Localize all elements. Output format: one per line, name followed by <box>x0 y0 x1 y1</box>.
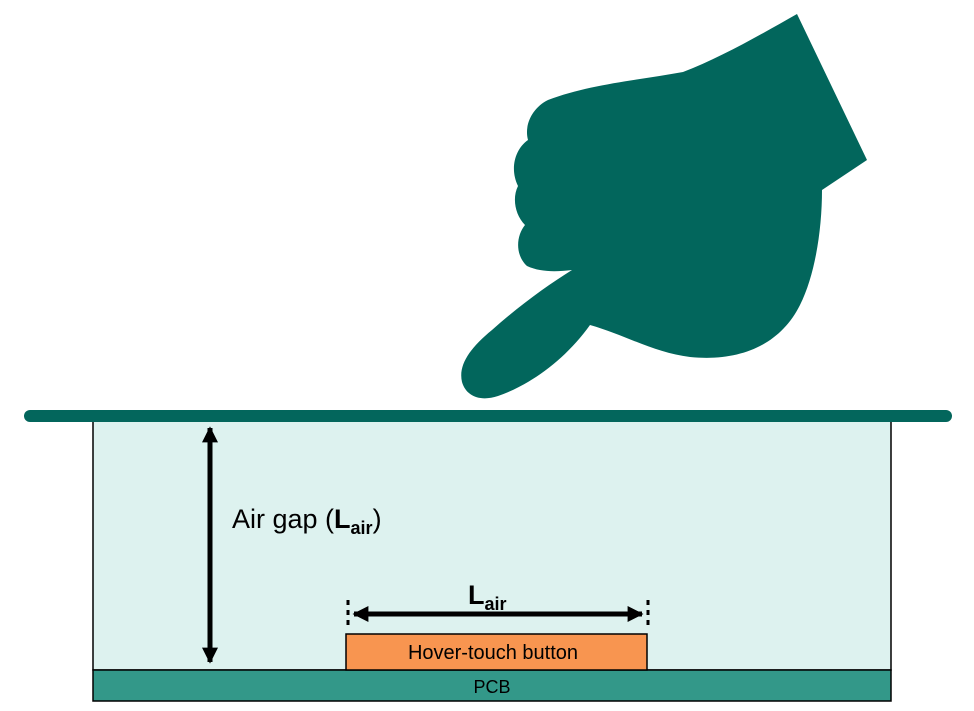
button-width-label-symbol: L <box>468 580 485 610</box>
button-width-label-subscript: air <box>485 594 507 614</box>
air-gap-label-symbol: L <box>334 504 351 534</box>
pointing-hand-icon <box>461 14 867 399</box>
air-gap-label-subscript: air <box>351 518 373 538</box>
air-gap-label-suffix: ) <box>373 504 382 534</box>
hover-touch-button-pad <box>345 633 648 671</box>
air-gap-label-prefix: Air gap ( <box>232 504 334 534</box>
air-gap-region <box>92 415 892 671</box>
pcb-board <box>92 669 892 702</box>
button-width-label: Lair <box>468 580 507 614</box>
pcb-label: PCB <box>473 677 510 697</box>
hover-touch-button-label: Hover-touch button <box>408 642 578 664</box>
air-gap-label: Air gap (Lair) <box>232 504 382 538</box>
